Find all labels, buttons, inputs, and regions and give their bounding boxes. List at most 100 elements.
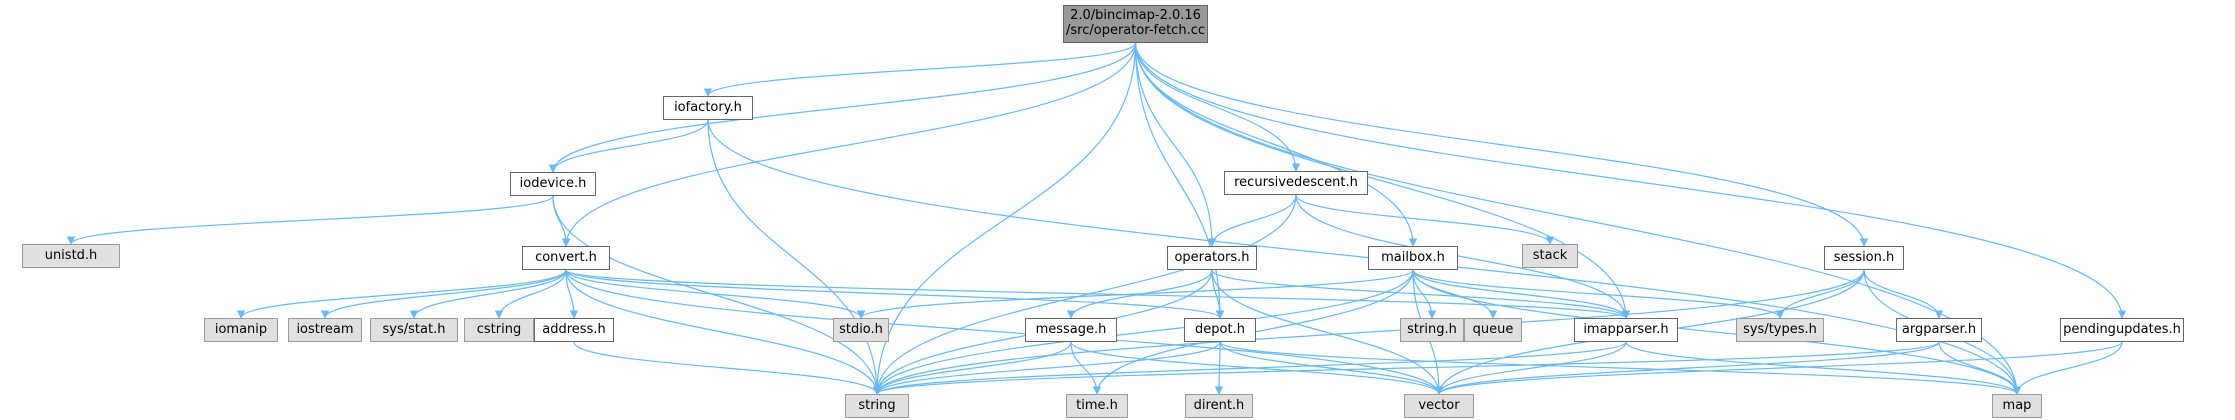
edge-message-to-timeh: [1070, 341, 1102, 395]
node-label: recursivedescent.h: [1234, 174, 1358, 190]
edge-convert-to-string: [565, 269, 882, 395]
node-label: imapparser.h: [1583, 321, 1669, 337]
node-argparser[interactable]: argparser.h: [1896, 318, 1982, 342]
node-label: string.h: [1407, 321, 1457, 337]
node-label: iodevice.h: [519, 175, 587, 191]
edge-convert-to-imapparser: [565, 269, 1630, 319]
edge-iodevice-to-convert: [552, 195, 571, 247]
edge-session-to-argparser: [1863, 269, 1944, 319]
node-timeh: time.h: [1066, 394, 1128, 418]
node-stdio: stdio.h: [833, 318, 889, 342]
edge-imapparser-to-map: [1625, 341, 2022, 395]
edge-depot-to-string: [872, 341, 1221, 395]
edge-address-to-string: [573, 341, 882, 395]
node-label: depot.h: [1195, 321, 1245, 337]
node-label: vector: [1418, 397, 1460, 413]
node-dirent: dirent.h: [1185, 394, 1253, 418]
edge-operators-to-vector: [1211, 269, 1444, 395]
node-message[interactable]: message.h: [1025, 318, 1117, 342]
edge-argparser-to-string: [873, 341, 1940, 395]
edge-root-to-string: [872, 42, 1137, 395]
node-label: stack: [1532, 247, 1568, 263]
node-session[interactable]: session.h: [1824, 246, 1904, 270]
node-stringh: string.h: [1400, 318, 1464, 342]
node-sysstat: sys/stat.h: [370, 318, 458, 342]
edge-convert-to-cstring: [494, 269, 567, 319]
node-label: iostream: [296, 321, 354, 337]
node-label: dirent.h: [1193, 397, 1245, 413]
edge-depot-to-map: [1219, 341, 2021, 395]
edge-root-to-session: [1134, 42, 1869, 247]
node-mailbox[interactable]: mailbox.h: [1368, 246, 1458, 270]
edge-iofactory-to-string: [707, 119, 882, 395]
node-label: mailbox.h: [1381, 249, 1445, 265]
edge-root-to-imapparser: [1134, 42, 1631, 319]
node-imapparser[interactable]: imapparser.h: [1574, 318, 1678, 342]
edge-argparser-to-vector: [1434, 341, 1940, 395]
node-address[interactable]: address.h: [534, 318, 614, 342]
node-label: stdio.h: [839, 321, 883, 337]
edge-root-to-recursivedescent: [1134, 42, 1301, 172]
edge-mailbox-to-string: [872, 269, 1414, 395]
node-label: sys/types.h: [1743, 321, 1817, 337]
node-iofactory[interactable]: iofactory.h: [663, 96, 753, 120]
node-label: map: [2002, 397, 2032, 413]
edge-session-to-systypes: [1775, 269, 1865, 319]
node-iodevice[interactable]: iodevice.h: [510, 172, 596, 196]
edge-session-to-string: [872, 269, 1865, 395]
node-operators[interactable]: operators.h: [1167, 246, 1257, 270]
node-label: /src/operator-fetch.cc: [1066, 23, 1205, 38]
node-string: string: [845, 394, 909, 418]
node-label: argparser.h: [1901, 321, 1977, 337]
edge-convert-to-depot: [565, 269, 1224, 319]
edge-operators-to-imapparser: [1211, 269, 1631, 319]
node-pendingupdates[interactable]: pendingupdates.h: [2060, 318, 2184, 342]
node-label: iomanip: [214, 321, 268, 337]
node-depot[interactable]: depot.h: [1184, 318, 1256, 342]
node-root: 2.0/bincimap-2.0.16/src/operator-fetch.c…: [1063, 5, 1208, 43]
node-label: address.h: [542, 321, 606, 337]
edge-message-to-string: [872, 341, 1072, 395]
edge-convert-to-vector: [565, 269, 1444, 395]
edge-convert-to-iomanip: [236, 269, 567, 319]
edge-recursivedescent-to-imapparser: [1295, 194, 1631, 319]
edge-imapparser-to-vector: [1434, 341, 1627, 395]
node-label: sys/stat.h: [382, 321, 446, 337]
edge-recursivedescent-to-stack: [1295, 194, 1555, 245]
edge-iofactory-to-iodevice: [548, 119, 709, 173]
node-recursivedescent[interactable]: recursivedescent.h: [1224, 171, 1368, 195]
node-vector: vector: [1404, 394, 1474, 418]
node-convert[interactable]: convert.h: [522, 246, 610, 270]
edge-recursivedescent-to-string: [872, 194, 1297, 395]
node-label: 2.0/bincimap-2.0.16: [1070, 8, 1201, 24]
edge-depot-to-dirent: [1214, 341, 1224, 395]
node-label: message.h: [1035, 321, 1107, 337]
edge-convert-to-sysstat: [409, 269, 567, 319]
node-systypes: sys/types.h: [1736, 318, 1824, 342]
node-stack: stack: [1522, 244, 1578, 268]
edge-iodevice-to-string: [552, 195, 882, 395]
node-label: string: [858, 397, 896, 413]
edge-iodevice-to-unistd: [66, 195, 554, 245]
edge-argparser-to-map: [1938, 341, 2022, 395]
edge-mailbox-to-imapparser: [1412, 269, 1631, 319]
node-label: operators.h: [1174, 249, 1250, 265]
node-iostream: iostream: [288, 318, 362, 342]
edge-mailbox-to-stdio: [856, 269, 1414, 319]
node-label: cstring: [476, 321, 522, 337]
edge-root-to-mailbox: [1134, 42, 1418, 247]
edge-root-to-depot: [1134, 42, 1225, 319]
node-map: map: [1992, 394, 2042, 418]
edge-iofactory-to-map: [707, 119, 2022, 395]
edge-depot-to-vector: [1219, 341, 1444, 395]
edge-pendingupdates-to-map: [2012, 341, 2123, 395]
node-queue: queue: [1464, 318, 1522, 342]
node-label: iofactory.h: [674, 99, 742, 115]
edge-convert-to-iostream: [320, 269, 567, 319]
node-label: queue: [1472, 321, 1514, 337]
edge-convert-to-stdio: [565, 269, 866, 319]
edge-pendingupdates-to-vector: [1435, 341, 2123, 395]
edge-root-to-iodevice: [548, 42, 1137, 173]
node-label: convert.h: [535, 249, 597, 265]
